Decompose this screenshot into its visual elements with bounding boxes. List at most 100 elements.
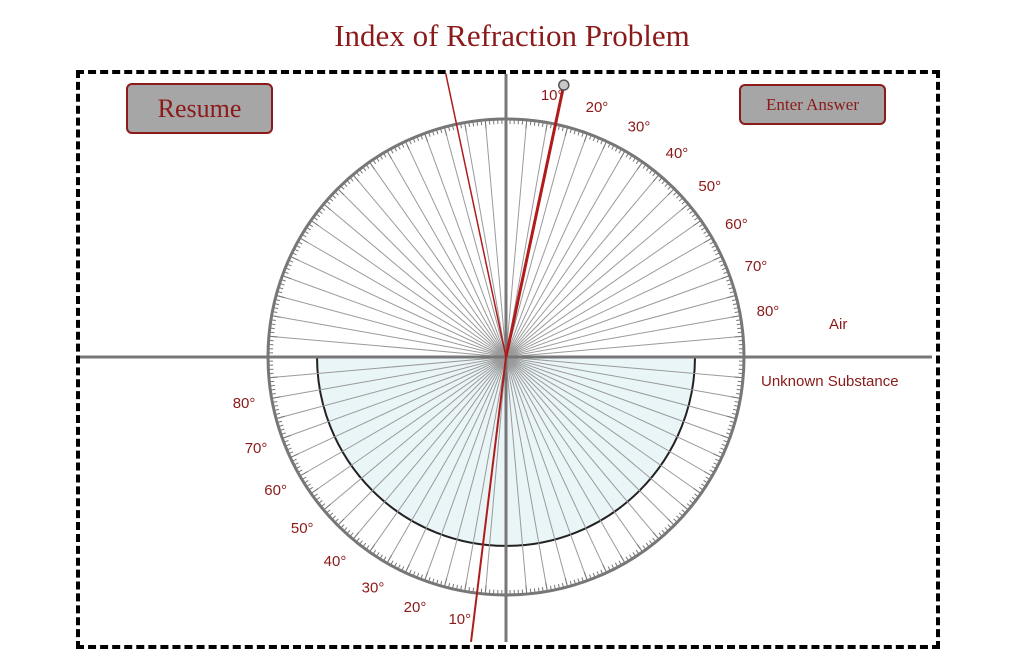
tick-mark (704, 237, 713, 243)
spoke-line (505, 255, 722, 358)
angle-label-substance: 70° (245, 440, 268, 457)
spoke-line (310, 356, 507, 494)
tick-mark (369, 544, 376, 553)
resume-button[interactable]: Resume (126, 83, 273, 134)
ray-drag-handle[interactable] (558, 79, 570, 91)
angle-labels-substance: 10°20°30°40°50°60°70°80° (233, 395, 471, 628)
page-title: Index of Refraction Problem (334, 18, 690, 53)
spoke-line (505, 356, 528, 595)
tick-mark (424, 572, 429, 581)
spoke-line (505, 315, 741, 358)
spoke-line (443, 126, 507, 358)
angle-labels-air: 10°20°30°40°50°60°70°80° (541, 87, 779, 320)
tick-mark (713, 453, 722, 459)
spoke-line (352, 174, 507, 358)
spoke-line (505, 161, 643, 358)
tick-mark (484, 119, 487, 129)
spoke-line (505, 335, 744, 358)
spoke-line (323, 203, 507, 358)
tick-mark (620, 555, 626, 564)
tick-mark (290, 255, 299, 261)
spoke-line (505, 275, 730, 358)
tick-mark (602, 141, 608, 150)
spoke-line (268, 335, 507, 358)
spoke-line (505, 294, 737, 358)
angle-spokes (268, 119, 744, 595)
angle-label-air: 20° (586, 99, 609, 116)
angle-label-air: 40° (666, 145, 689, 162)
spoke-line (275, 356, 507, 420)
angle-label-substance: 80° (233, 395, 256, 412)
spoke-line (424, 133, 507, 358)
spoke-line (275, 294, 507, 358)
spoke-line (464, 356, 507, 592)
spoke-line (443, 356, 507, 588)
spoke-line (271, 356, 507, 399)
spoke-line (505, 356, 689, 511)
spoke-line (505, 356, 643, 553)
angle-label-substance: 60° (264, 482, 287, 499)
tick-mark (310, 220, 319, 227)
tick-mark (713, 255, 722, 261)
spoke-line (484, 356, 507, 595)
spoke-line (282, 275, 507, 358)
tick-mark (323, 503, 331, 511)
tick-mark (404, 564, 410, 573)
tick-mark (731, 396, 741, 399)
spoke-line (505, 220, 702, 358)
spoke-line (337, 188, 507, 358)
tick-mark (404, 141, 410, 150)
angle-label-air: 50° (698, 178, 721, 195)
tick-mark (464, 582, 467, 592)
tick-mark (443, 578, 448, 588)
tick-mark (734, 335, 744, 338)
tick-mark (525, 585, 528, 595)
tick-mark (727, 415, 737, 420)
tick-mark (352, 532, 360, 540)
tick-mark (271, 396, 281, 399)
spoke-line (505, 150, 626, 358)
angle-label-substance: 50° (291, 520, 314, 537)
tick-mark (727, 294, 737, 299)
simulation-frame (76, 70, 940, 649)
tick-mark (275, 415, 285, 420)
tick-mark (268, 376, 278, 379)
tick-mark (299, 237, 308, 243)
angle-label-substance: 10° (448, 611, 471, 628)
spoke-line (505, 356, 741, 399)
unknown-substance-label: Unknown Substance (761, 373, 899, 390)
tick-mark (693, 487, 702, 494)
tick-mark (602, 564, 608, 573)
tick-mark (636, 161, 643, 170)
angle-label-air: 60° (725, 216, 748, 233)
tick-mark (545, 122, 548, 132)
tick-mark (704, 471, 713, 477)
spoke-line (505, 356, 608, 573)
spoke-line (505, 133, 588, 358)
tick-mark (352, 174, 360, 182)
spoke-line (271, 315, 507, 358)
spoke-line (505, 174, 660, 358)
spoke-line (386, 150, 507, 358)
tick-mark (583, 133, 588, 142)
enter-answer-button[interactable]: Enter Answer (739, 84, 886, 125)
spoke-line (505, 356, 626, 564)
tick-mark (369, 161, 376, 170)
tick-mark (268, 335, 278, 338)
refracted-ray (470, 356, 507, 642)
spoke-line (505, 356, 675, 526)
tick-mark (424, 133, 429, 142)
spoke-line (310, 220, 507, 358)
spoke-line (268, 356, 507, 379)
tick-mark (386, 555, 392, 564)
tick-mark (620, 150, 626, 159)
spoke-line (299, 237, 507, 358)
tick-mark (290, 453, 299, 459)
angle-label-air: 30° (628, 119, 651, 136)
spoke-line (505, 237, 713, 358)
reflected-ray (444, 73, 507, 358)
angle-label-substance: 20° (404, 599, 427, 616)
angle-label-air: 70° (745, 258, 768, 275)
spoke-line (337, 356, 507, 526)
incident-ray (504, 84, 566, 358)
